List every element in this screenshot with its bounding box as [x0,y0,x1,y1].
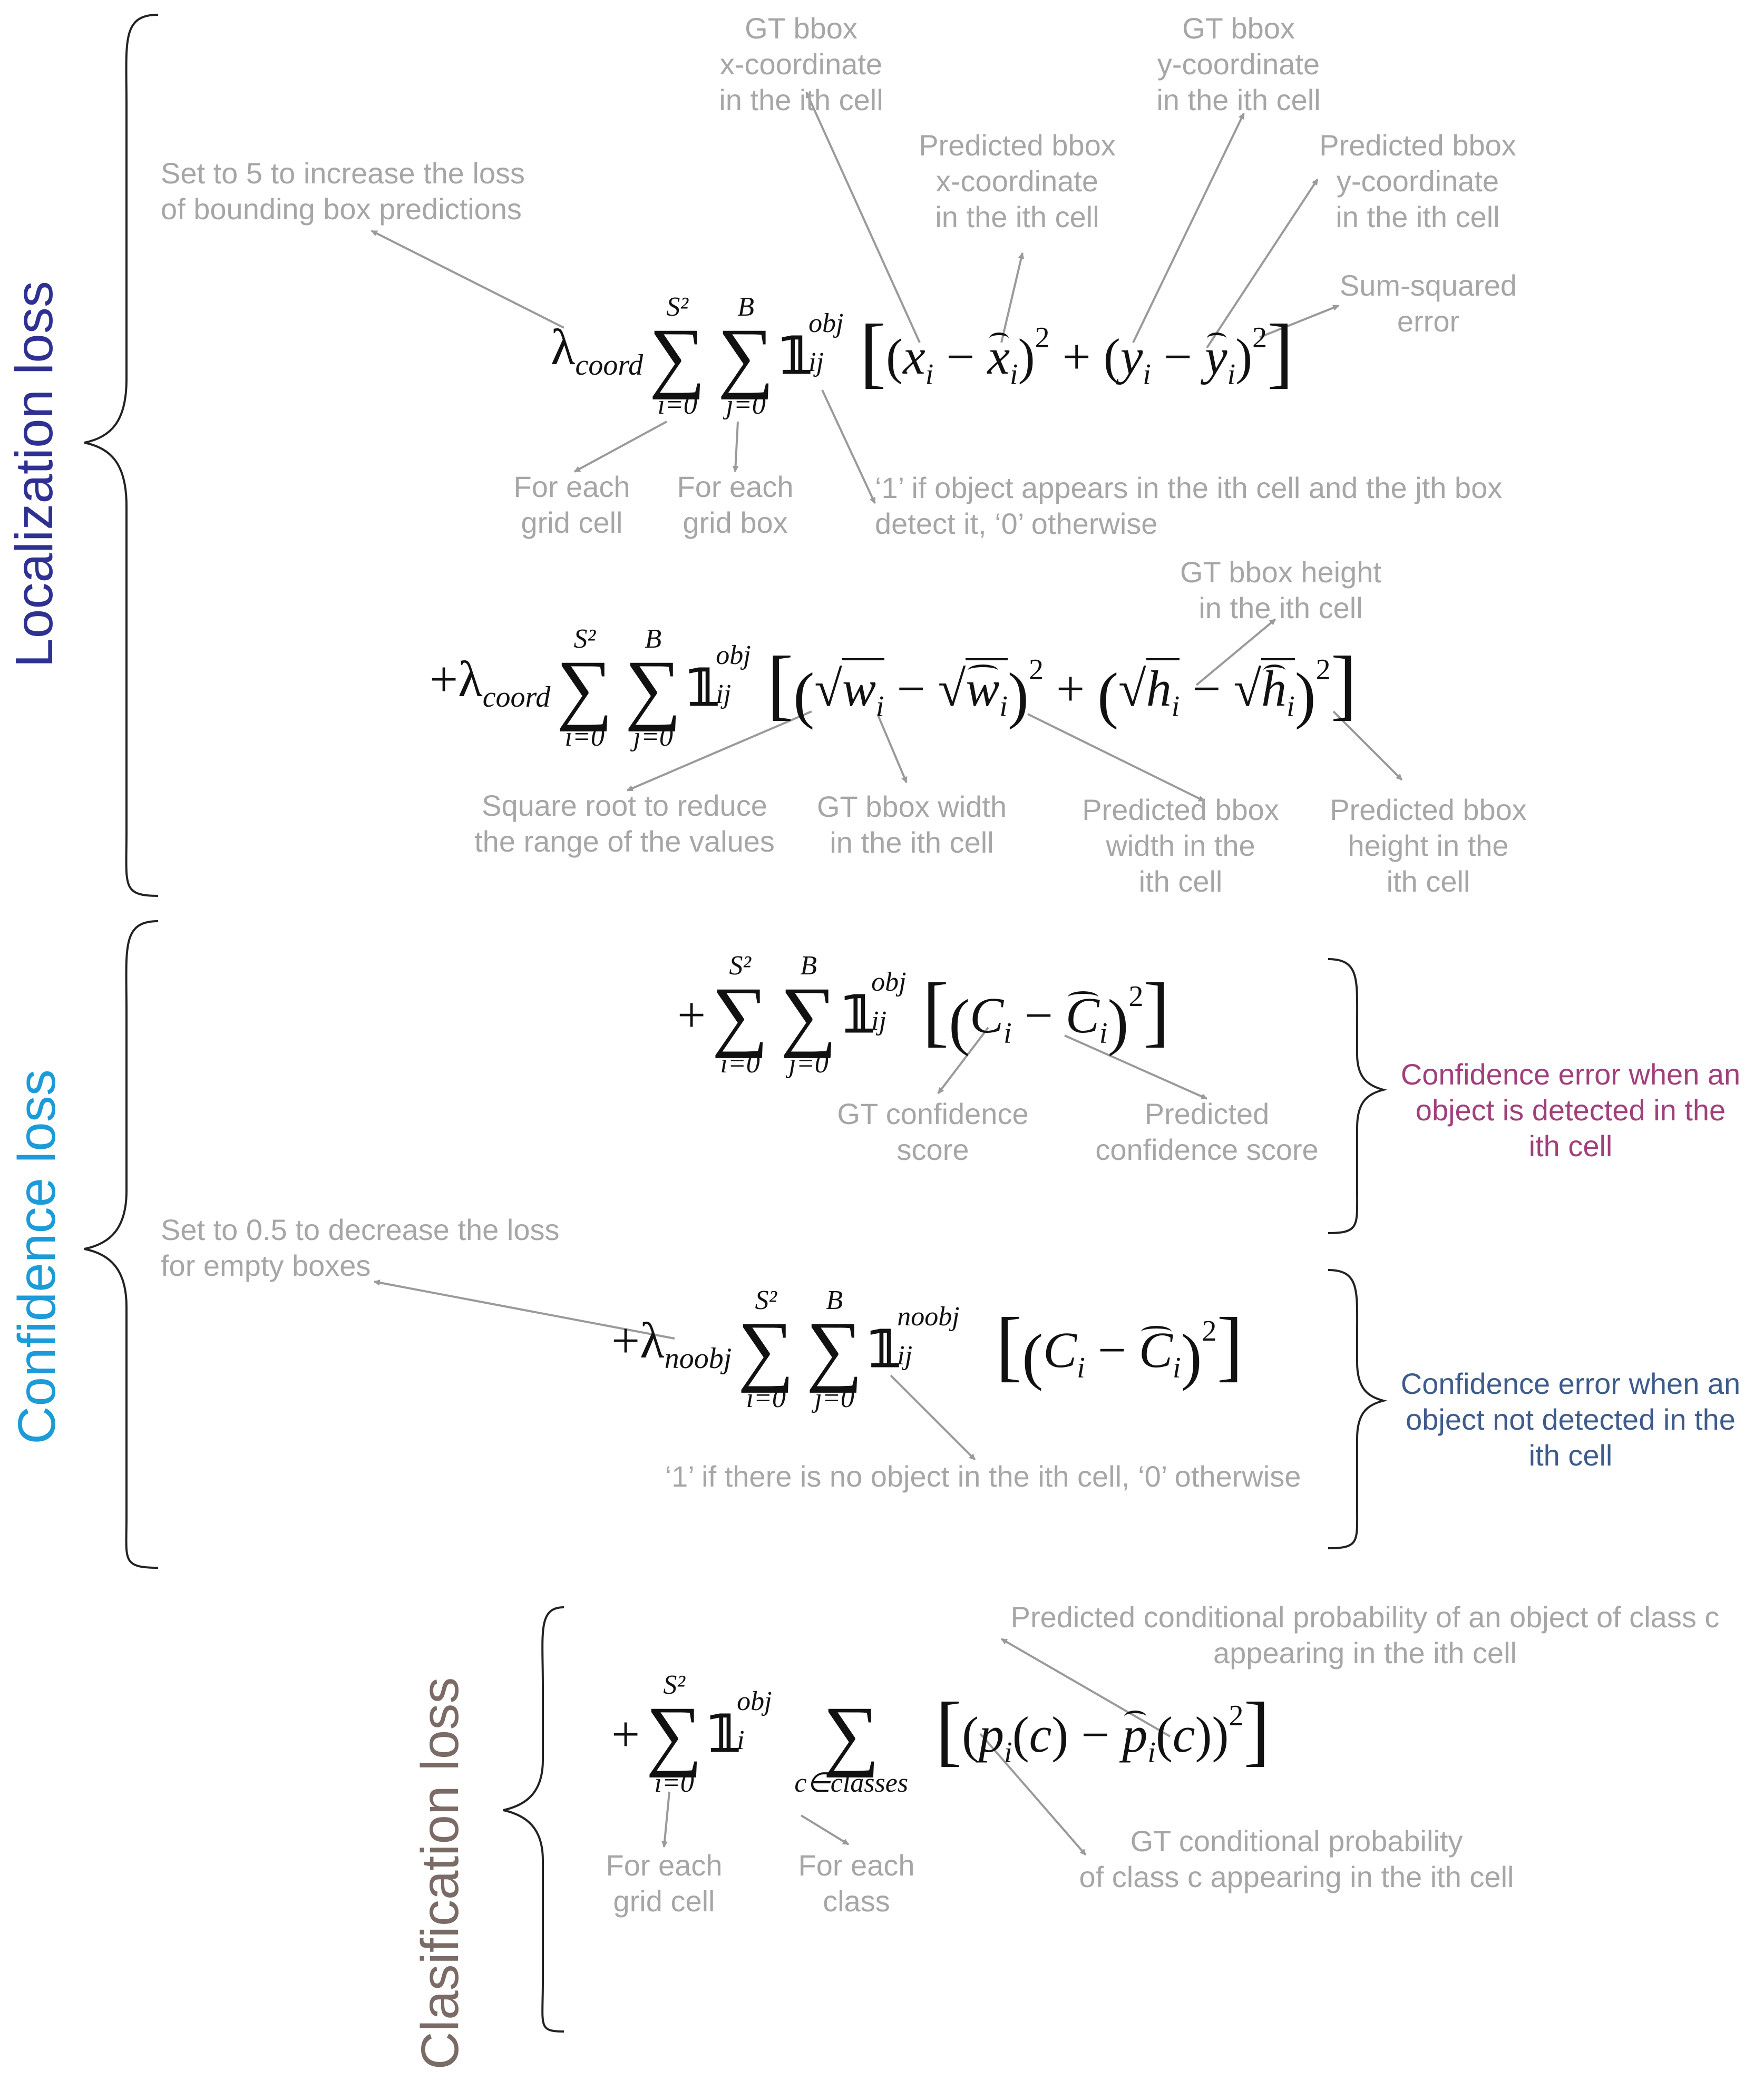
brace-conf-noobj [1328,1269,1388,1549]
brace-confidence [84,920,159,1569]
annotation-each-class: For each class [798,1849,915,1918]
annotation-indicator-noobj: ‘1’ if there is no object in the ith cel… [665,1460,1301,1493]
diagram-lines [84,14,1403,2033]
section-label-confidence: Confidence loss [7,1069,66,1444]
annotation-pred-height: Predicted bbox height in the ith cell [1330,793,1527,898]
annotation-pred-width: Predicted bbox width in the ith cell [1082,793,1279,898]
annotation-each-grid-cell-2: For each grid cell [606,1849,723,1918]
annotation-gt-height: GT bbox height in the ith cell [1180,555,1381,624]
annotation-sum-squared: Sum-squared error [1339,269,1517,338]
annotation-gt-x: GT bbox x-coordinate in the ith cell [719,12,883,116]
annotation-lambda-coord: Set to 5 to increase the loss of boundin… [161,157,525,226]
annotation-pred-y: Predicted bbox y-coordinate in the ith c… [1319,129,1516,233]
annotation-each-grid-cell-1: For each grid cell [513,470,630,539]
annotation-each-grid-box: For each grid box [677,470,794,539]
brace-conf-obj [1328,958,1388,1234]
annotation-sqrt-note: Square root to reduce the range of the v… [474,789,775,858]
annotation-pred-prob: Predicted conditional probability of an … [1010,1600,1720,1669]
annotation-indicator-obj: ‘1’ if object appears in the ith cell an… [875,471,1503,540]
side-note-conf-noobj: Confidence error when an object not dete… [1400,1367,1741,1472]
annotation-pred-x: Predicted bbox x-coordinate in the ith c… [919,129,1116,233]
annotation-gt-prob: GT conditional probability of class c ap… [1079,1824,1514,1893]
annotation-lambda-noobj: Set to 0.5 to decrease the loss for empt… [161,1213,560,1282]
brace-classification [503,1606,564,2033]
annotation-gt-width: GT bbox width in the ith cell [816,790,1007,859]
side-note-conf-obj: Confidence error when an object is detec… [1400,1058,1741,1163]
annotation-pred-conf: Predicted confidence score [1095,1097,1319,1166]
section-label-localization: Localization loss [5,281,64,668]
annotation-gt-conf: GT confidence score [837,1097,1029,1166]
annotation-gt-y: GT bbox y-coordinate in the ith cell [1156,12,1321,116]
brace-localization [84,14,159,897]
section-label-classification: Clasification loss [411,1677,470,2070]
